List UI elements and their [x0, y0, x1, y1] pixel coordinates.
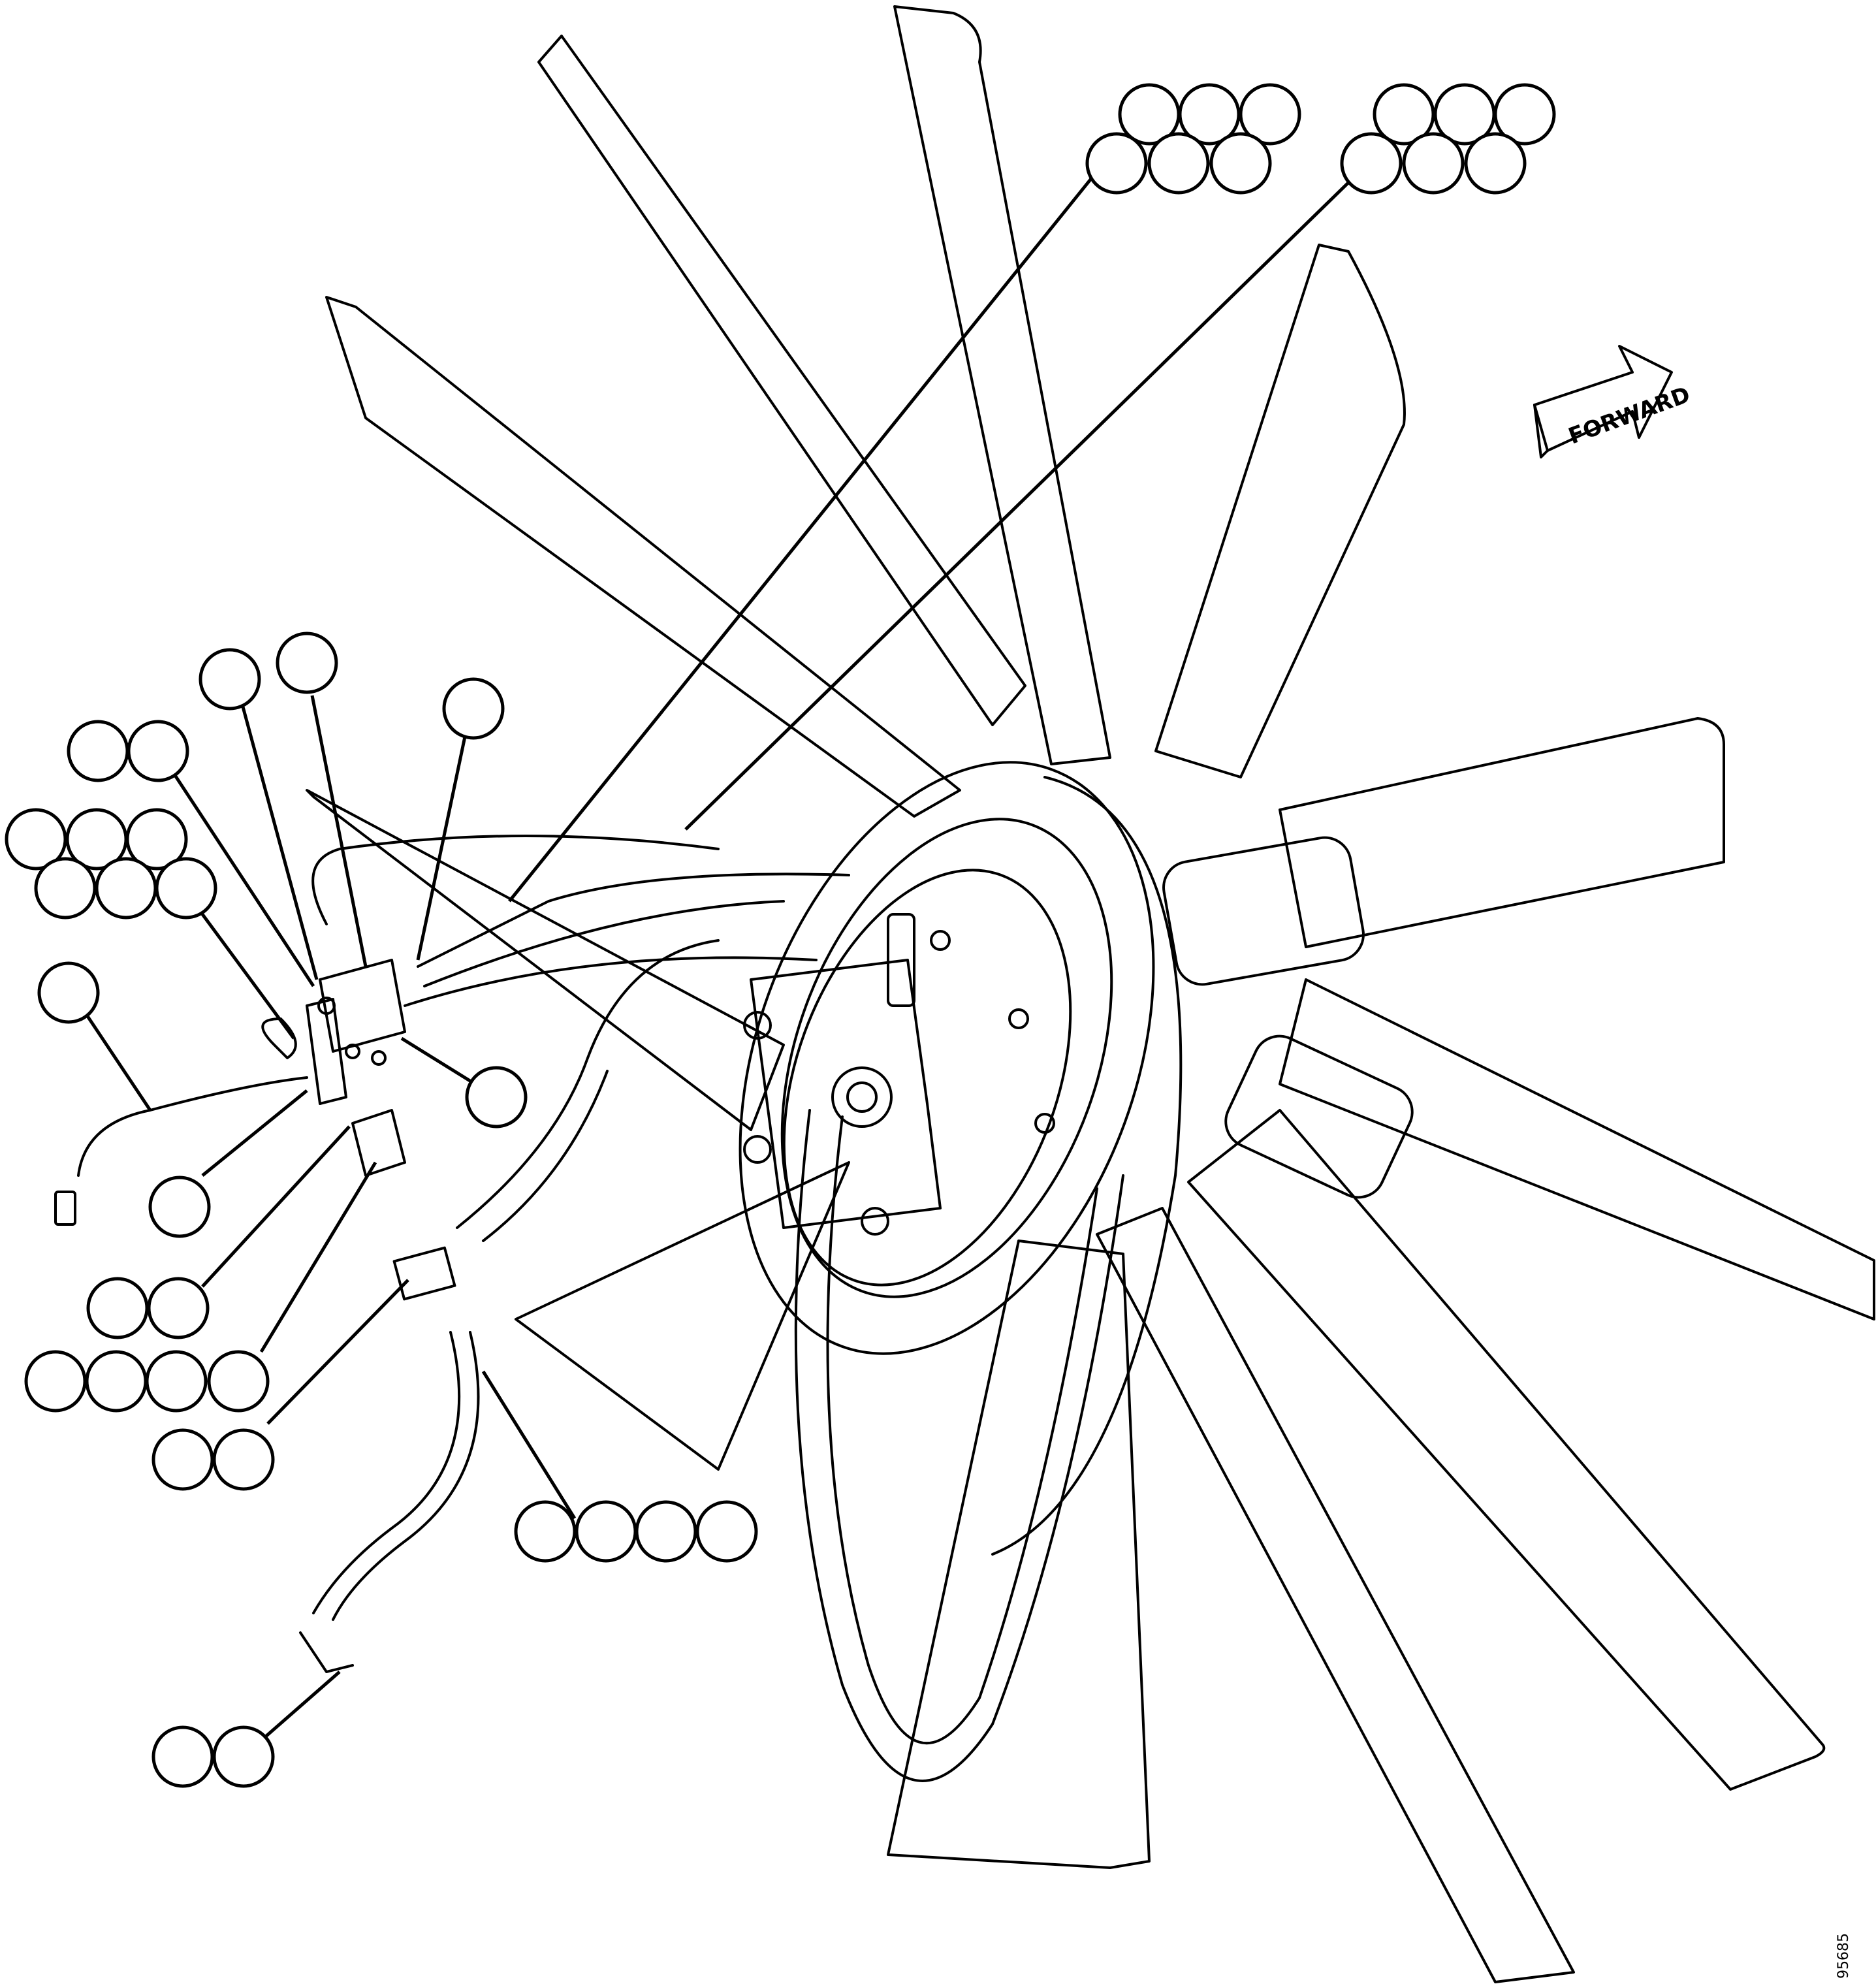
callout-circle — [212, 1428, 275, 1491]
callout-circle — [148, 1176, 211, 1238]
callout-group-bottom-left — [151, 1725, 275, 1788]
callout-circle — [1178, 83, 1241, 146]
callout-circle — [695, 1500, 758, 1563]
fan-blade-top — [893, 5, 1111, 765]
callout-circle — [37, 961, 100, 1024]
callout-circle — [125, 808, 188, 871]
wire-harness — [54, 1076, 308, 1226]
callout-group-lower-left — [24, 1277, 275, 1491]
callout-circle — [465, 1066, 528, 1128]
callout-circle — [95, 857, 157, 920]
callout-circle — [5, 808, 67, 871]
fan-hub — [739, 761, 1414, 1556]
callout-circle — [34, 857, 97, 920]
callout-circle — [145, 1350, 208, 1413]
callout-group-bottom-center — [514, 1500, 758, 1563]
drawing-id: 95685 — [1836, 1933, 1852, 1979]
leader-lines — [83, 162, 1359, 1742]
fan-blade-left — [515, 1161, 850, 1471]
fan-blade-lower-right-2 — [1187, 1109, 1826, 1791]
callout-circle — [147, 1277, 210, 1339]
callout-circle — [635, 1500, 697, 1563]
fan-blade-left-upper — [306, 789, 785, 1131]
callout-circle — [442, 677, 505, 740]
forward-label: FORWARD — [1565, 381, 1694, 449]
callout-circle — [155, 857, 217, 920]
callout-circle — [1147, 132, 1210, 195]
callout-circle — [1493, 83, 1556, 146]
fan-blade-top-left — [537, 35, 1026, 726]
valve-block — [261, 959, 456, 1301]
callout-circle — [86, 1277, 149, 1339]
drive-belt — [794, 1109, 1124, 1782]
callout-circle — [1464, 132, 1527, 195]
callout-circle — [24, 1350, 87, 1413]
fan-blade-bottom — [887, 1240, 1151, 1869]
callout-circle — [1373, 83, 1435, 146]
callout-circle — [199, 648, 261, 711]
callout-circle — [85, 1350, 148, 1413]
callout-circle — [127, 720, 189, 782]
callout-circle — [151, 1428, 214, 1491]
callout-circle — [514, 1500, 577, 1563]
callout-circle — [67, 720, 129, 782]
callout-circle — [1340, 132, 1403, 195]
hydraulic-hoses — [299, 835, 850, 1673]
callout-group-left-mid — [37, 961, 528, 1238]
callout-circle — [1402, 132, 1465, 195]
callout-group-left-block — [5, 808, 217, 920]
callout-circle — [276, 632, 338, 694]
callout-circle — [207, 1350, 270, 1413]
fan-blade-upper-left — [325, 296, 961, 818]
callout-circle — [1209, 132, 1272, 195]
callout-circle — [1239, 83, 1301, 146]
fan-blade-right — [1279, 717, 1725, 948]
callout-group-top-right — [1340, 83, 1556, 195]
callout-circle — [575, 1500, 637, 1563]
callout-group-left-upper — [67, 632, 505, 782]
fan-blade-bottom-right — [1096, 1207, 1575, 1983]
callout-circle — [212, 1725, 275, 1788]
callout-group-top-center — [1085, 83, 1301, 195]
fan-blade-upper-right — [1154, 244, 1406, 778]
drive-belt-inner — [826, 1115, 1098, 1745]
fan-blades — [306, 5, 1875, 1983]
fan-blade-lower-right — [1279, 978, 1875, 1320]
fan-drive-motor — [743, 913, 1055, 1236]
callout-circle — [151, 1725, 214, 1788]
forward-arrow-icon: FORWARD — [1533, 345, 1694, 458]
callout-circle — [1085, 132, 1148, 195]
